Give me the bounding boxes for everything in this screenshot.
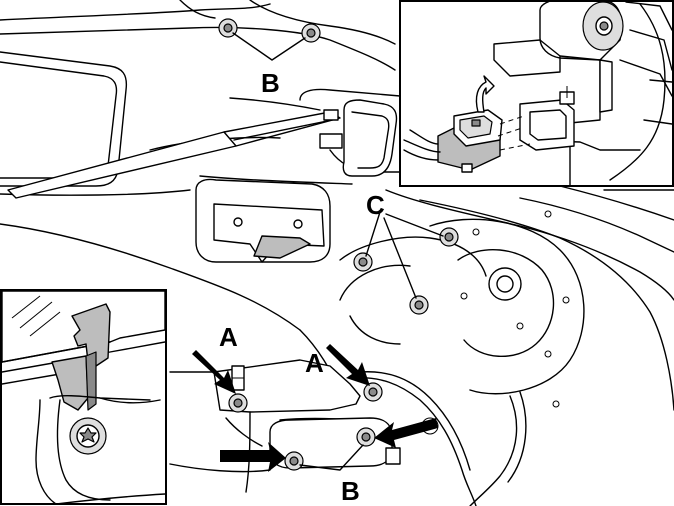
window-regulator-bracket-top — [319, 99, 398, 177]
arrow-b-bottom-left — [220, 442, 286, 472]
window-channel-rail — [7, 111, 341, 199]
nut-c-top — [439, 227, 459, 247]
arrow-b-bottom-right — [374, 418, 438, 448]
label-a-right: A — [305, 348, 324, 378]
panel-cutout-clip — [195, 178, 331, 263]
label-a-left: A — [219, 322, 238, 352]
inset-connector-detail — [399, 0, 674, 187]
nut-b-top-left — [218, 18, 238, 38]
label-c: C — [366, 190, 385, 220]
label-b-bottom: B — [341, 476, 360, 506]
inset-bolt-detail — [0, 289, 167, 505]
nut-c-left — [353, 252, 373, 272]
nut-b-bottom-right — [356, 427, 376, 447]
nut-c-bottom — [409, 295, 429, 315]
nut-b-bottom-left — [284, 451, 304, 471]
label-b-top: B — [261, 68, 280, 98]
nut-b-top-right — [301, 23, 321, 43]
retaining-tab — [231, 365, 245, 391]
arrow-a-left — [192, 350, 236, 394]
speaker-recess — [299, 210, 585, 408]
nut-a-right — [363, 382, 383, 402]
nut-a-left — [228, 393, 248, 413]
arrow-a-right — [326, 344, 370, 386]
leader-lines — [232, 32, 444, 471]
